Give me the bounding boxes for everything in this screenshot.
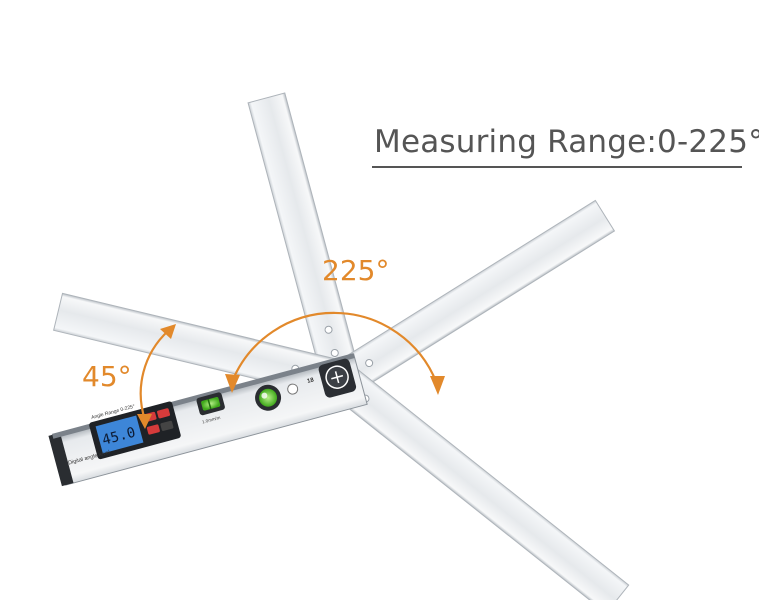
small-arrowhead-bottom-icon: [137, 414, 152, 429]
range-arrowhead-left-icon: [225, 374, 240, 393]
hinge-mark: 18: [307, 377, 316, 385]
body-hole: [287, 383, 299, 395]
vial-caption: 1.0mm/m: [201, 415, 221, 425]
angle-label-small: 45°: [82, 360, 132, 393]
small-arrowhead-top-icon: [160, 324, 176, 339]
power-button[interactable]: [146, 424, 161, 435]
lower-right-arm: [323, 360, 630, 600]
lcd-screen: [95, 415, 144, 454]
arm-hole: [330, 348, 339, 357]
headline: Measuring Range:0-225°: [374, 124, 759, 160]
arm-hole: [324, 325, 333, 334]
angle-label-large: 225°: [322, 254, 390, 287]
zero-button[interactable]: [157, 408, 171, 419]
arm-hole: [365, 359, 374, 368]
range-arc-arrow: [230, 311, 439, 385]
headline-underline: [372, 166, 742, 168]
small-arc-arrow: [139, 330, 169, 421]
range-arrowhead-right-icon: [430, 376, 445, 395]
upper-right-arm: [324, 199, 616, 401]
mode-button[interactable]: [160, 420, 174, 431]
